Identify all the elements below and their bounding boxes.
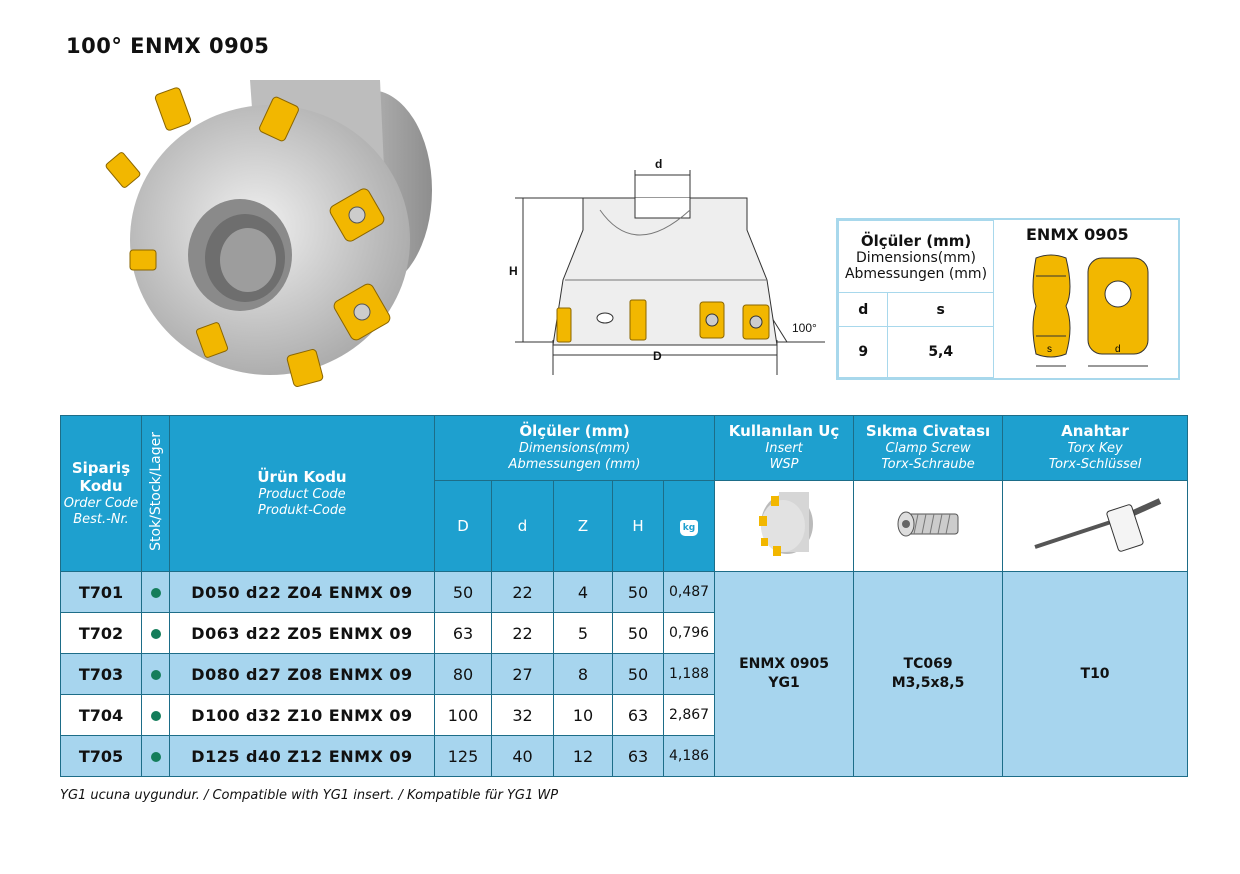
technical-drawing: d H D 100° bbox=[509, 157, 825, 375]
insert-d-label: d bbox=[1115, 344, 1121, 355]
table-row: T701 D050 d22 Z04 ENMX 09 50 22 4 50 0,4… bbox=[60, 571, 1189, 777]
insert-title: ENMX 0905 bbox=[1026, 225, 1129, 244]
dims-col-d: d bbox=[837, 292, 889, 327]
dims-header-de: Abmessungen (mm) bbox=[844, 265, 988, 282]
page-title: 100° ENMX 0905 bbox=[66, 34, 270, 58]
header-dimensions: Ölçüler (mm)Dimensions(mm)Abmessungen (m… bbox=[433, 415, 716, 481]
dims-header-en: Dimensions(mm) bbox=[856, 249, 976, 266]
torx-key-image bbox=[1002, 480, 1189, 572]
dims-val-s: 5,4 bbox=[887, 326, 994, 378]
in-stock-dot bbox=[150, 751, 161, 762]
dims-val-d: 9 bbox=[837, 326, 889, 378]
table-row: T705 D125 d40 Z12 ENMX 09 125 40 12 63 4… bbox=[60, 735, 1188, 777]
col-Z: Z bbox=[553, 480, 613, 572]
col-d: d bbox=[491, 480, 554, 572]
dim-d-label: d bbox=[655, 157, 662, 171]
table-row: T703 D080 d27 Z08 ENMX 09 80 27 8 50 1,1… bbox=[60, 653, 1188, 695]
col-weight: kg bbox=[662, 480, 716, 572]
dims-col-s: s bbox=[887, 292, 994, 327]
in-stock-dot bbox=[150, 669, 161, 680]
col-H: H bbox=[612, 480, 664, 572]
header-stock: Stok/Stock/Lager bbox=[141, 415, 170, 572]
dims-header-tr: Ölçüler (mm) bbox=[860, 231, 972, 250]
clamp-screw-image bbox=[853, 480, 1004, 572]
col-D: D bbox=[434, 480, 492, 572]
table-row: T704 D100 d32 Z10 ENMX 09 100 32 10 63 2… bbox=[60, 694, 1188, 736]
dim-h-label: H bbox=[509, 264, 518, 278]
milling-cutter-photo bbox=[105, 80, 432, 387]
footnote: YG1 ucuna uygundur. / Compatible with YG… bbox=[60, 788, 559, 803]
weight-icon: kg bbox=[680, 520, 699, 536]
in-stock-dot bbox=[150, 710, 161, 721]
insert-dimensions-box: Ölçüler (mm) Dimensions(mm) Abmessungen … bbox=[836, 218, 1180, 380]
in-stock-dot bbox=[150, 587, 161, 598]
insert-drawing: s d bbox=[1032, 254, 1149, 367]
angle-label: 100° bbox=[792, 321, 817, 335]
key-value: T10 bbox=[1002, 571, 1189, 777]
insert-image bbox=[714, 480, 855, 572]
insert-s-label: s bbox=[1047, 344, 1052, 355]
table-row: T702 D063 d22 Z05 ENMX 09 63 22 5 50 0,7… bbox=[60, 612, 1188, 654]
dim-D-label: D bbox=[653, 349, 662, 363]
in-stock-dot bbox=[150, 628, 161, 639]
